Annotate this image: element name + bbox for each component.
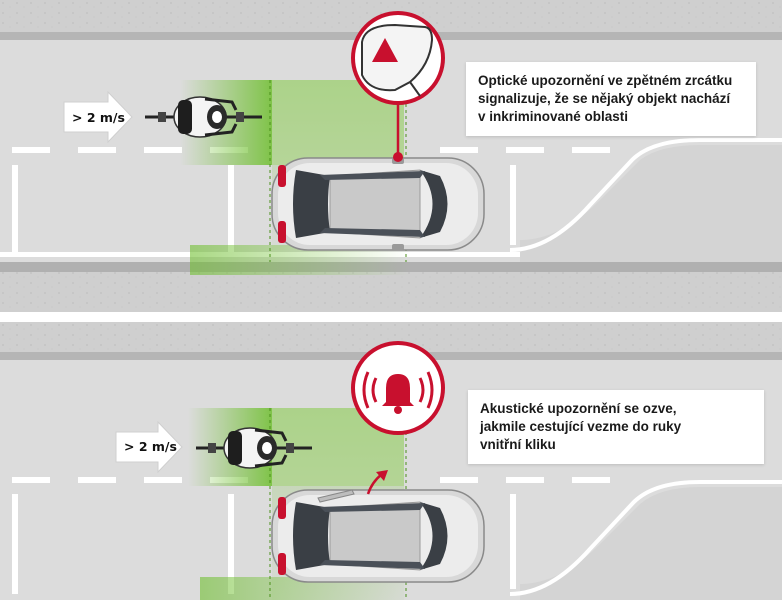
caption-optical: Optické upozornění ve zpětném zrcátku si… <box>466 62 756 136</box>
parked-car <box>271 157 485 251</box>
caption-line: v inkriminované oblasti <box>478 109 629 124</box>
cyclist <box>196 427 312 469</box>
caption-line: Optické upozornění ve zpětném zrcátku <box>478 73 733 88</box>
caption-line: vnitřní kliku <box>480 437 556 452</box>
caption-line: signalizuje, že se nějaký objekt nachází <box>478 91 731 106</box>
speed-label: > 2 m/s <box>72 110 125 125</box>
caption-line: jakmile cestující vezme do ruky <box>480 419 682 434</box>
panel-optical-warning: > 2 m/s Optické upozornění ve zpětném zr… <box>0 0 782 312</box>
caption-line: Akustické upozornění se ozve, <box>480 401 677 416</box>
parked-car <box>271 489 485 583</box>
speed-arrow-shape <box>63 90 133 144</box>
scene-acoustic <box>0 322 782 600</box>
scene-optical <box>0 0 782 312</box>
parking-bay-lines <box>12 494 516 594</box>
caption-acoustic: Akustické upozornění se ozve, jakmile ce… <box>468 390 764 464</box>
mirror-warning-triangle-icon <box>351 11 445 105</box>
cyclist <box>145 96 262 138</box>
sound-bell-icon <box>351 341 445 435</box>
speed-label: > 2 m/s <box>124 439 177 454</box>
speed-arrow-shape <box>115 420 183 474</box>
panel-acoustic-warning: > 2 m/s Akustické upozornění se ozve, ja… <box>0 322 782 600</box>
